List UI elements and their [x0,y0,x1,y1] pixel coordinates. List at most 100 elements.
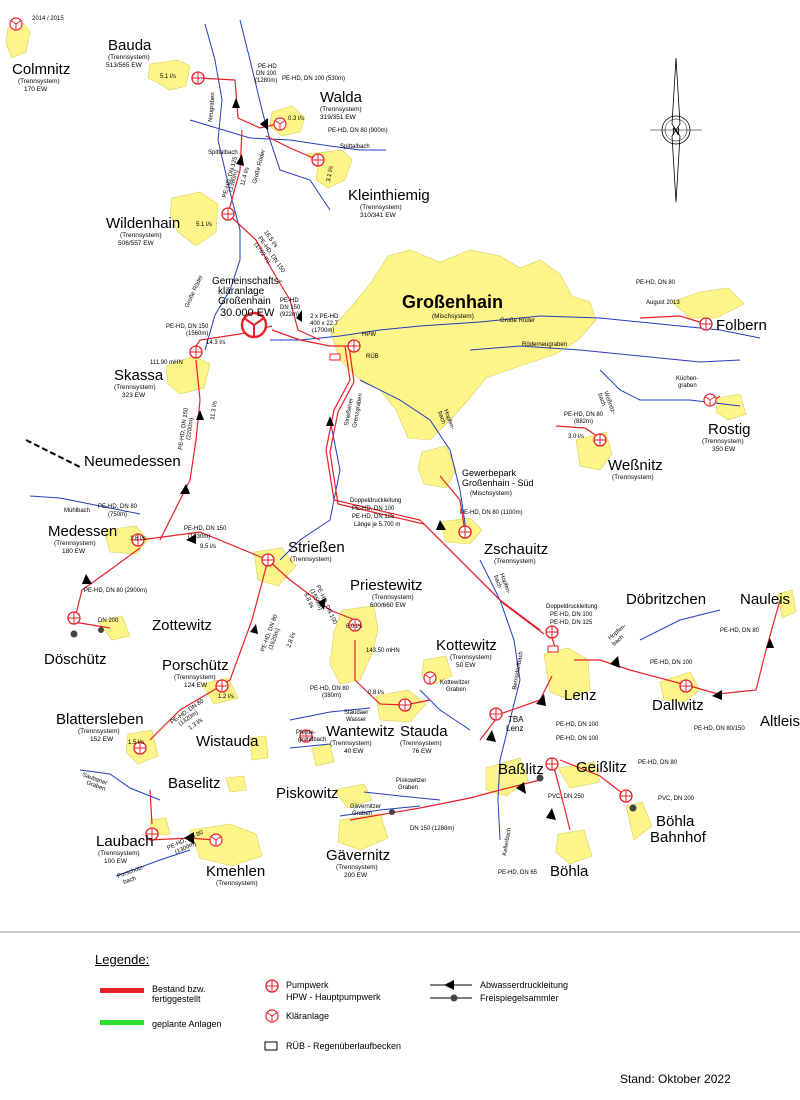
label: 0.3 l/s [288,116,304,122]
porschuetz-name: Porschütz [162,657,229,674]
bauda-ew: 513/565 EW [106,62,143,69]
label: Doppeldruckleitung [350,498,401,504]
label: 0.8 l/s [368,690,384,696]
bauda-system: (Trennsystem) [108,54,150,61]
skassa-name: Skassa [114,367,164,384]
label: PE-HD, DN 150 [178,407,190,450]
label: (1380m) [228,169,240,192]
geisslitz-name: Geißlitz [576,759,627,776]
label: 11.3 l/s [210,401,219,421]
skassa-system: (Trennsystem) [114,384,156,391]
label: Große Röder [500,318,535,324]
label: Graben [398,785,418,791]
label: grundbach [298,737,326,743]
label: PE-HD, DN 80 (2900m) [84,588,147,594]
label: PE-HD, DN 100 [650,660,693,666]
plant-line1: Gemeinschafts- [212,276,282,287]
legend-plant-icon [265,1009,279,1023]
label: (882m) [574,419,593,425]
gewerbepark-name2: Großenhain - Süd [462,478,534,488]
label: bach [596,393,606,407]
rostig-name: Rostig [708,421,751,438]
medessen-system: (Trennsystem) [54,540,96,547]
label: 11.4 l/s [240,167,251,187]
label: TBA [508,715,524,724]
legend-pump-icon [265,979,279,993]
label: PE-HD, DN 80 [720,628,760,634]
rub-basin-symbol [329,353,341,361]
boehla-bahnhof-name: Böhla [656,813,695,830]
walda-ew: 319/351 EW [320,114,357,121]
stauda-ew: 76 EW [412,748,432,755]
grossenhain-name: Großenhain [402,292,503,312]
label: PE-HD, DN 100 (530m) [282,76,345,82]
label: PVC, DN 250 [548,794,585,800]
priestewitz-ew: 600/660 EW [370,602,407,609]
legend-pump: Pumpwerk [286,980,329,990]
rostig-system: (Trennsystem) [702,438,744,445]
label: Länge je 5.700 m [354,522,400,528]
grossenhain-system: (Mischsystem) [432,313,474,320]
label: 9.5 l/s [200,544,216,550]
plant-line3: Großenhain [218,296,271,307]
kmehlen-system: (Trennsystem) [216,880,258,887]
label: PE-HD [258,64,277,70]
porschuetz-system: (Trennsystem) [174,674,216,681]
colmnitz-year: 2014 / 2015 [32,16,64,22]
label: bach [436,411,446,425]
north-arrow: N [650,57,702,203]
label: DN 150 (1280m) [410,826,454,832]
kottewitz-name: Kottewitz [436,637,497,654]
wantewitz-name: Wantewitz [326,723,395,740]
label: Neugraben [208,92,217,122]
zottewitz-name: Zottewitz [152,617,212,634]
rub-basin-symbol [547,645,559,653]
label: (1280m) [255,78,277,84]
railway-line [25,439,83,469]
town-areas [5,21,797,867]
wessnitz-name: Weßnitz [608,457,663,474]
legend-built2: fertiggestellt [152,994,201,1004]
water-courses [29,19,761,877]
walda-system: (Trennsystem) [320,106,362,113]
label: Graben [446,687,466,693]
legend-planned-swatch [100,1020,144,1025]
label: Graben [352,811,372,817]
gaevernitz-ew: 200 EW [344,872,368,879]
town-labels: 2014 / 2015 Colmnitz (Trennsystem) 170 E… [12,16,800,887]
label: PE-HD, DN 80 (1100m) [460,510,523,516]
label: DN 150 [280,305,301,311]
label: PE-HD, DN 100 [556,736,599,742]
label: 400 x 22.7 [310,321,339,327]
north-label: N [672,126,680,138]
stauda-name: Stauda [400,723,448,740]
label: PE-HD, DN 80/150 [694,726,745,732]
medessen-ew: 180 EW [62,548,86,555]
label: PE-HD, DN 80 [636,280,676,286]
label: PE-HD, DN 80 [638,760,678,766]
treatment-plant-label: Gemeinschafts- kläranlage Großenhain 30.… [212,276,282,319]
label: graben [678,383,697,389]
legend-gravity: Freispiegelsammler [480,993,559,1003]
legend-built-swatch [100,988,144,993]
label: 2.8 l/s [286,632,297,649]
zschauitz-name: Zschauitz [484,541,548,558]
label: PE-HD, DN 125 [352,514,395,520]
legend-rub-icon [264,1041,278,1051]
label: 143.50 mHN [366,648,400,654]
label: PE-HD, DN 80 [564,412,604,418]
kleinthiemig-ew: 310/341 EW [360,212,397,219]
label: PE-HD, DN 100 [352,506,395,512]
legend-pressure-arrow-icon [444,980,454,990]
label: Große Röder [184,275,204,309]
label: 5.1 l/s [196,222,212,228]
label: Mühlbach [64,508,90,514]
status-date: Stand: Oktober 2022 [620,1072,731,1086]
striessen-name: Strießen [288,539,345,556]
kottewitz-ew: 50 EW [456,662,476,669]
legend-pressure: Abwasserdruckleitung [480,980,569,990]
label: 1.5 l/s [128,740,144,746]
label: Kottewitzer [440,680,470,686]
label: August 2013 [646,300,680,306]
